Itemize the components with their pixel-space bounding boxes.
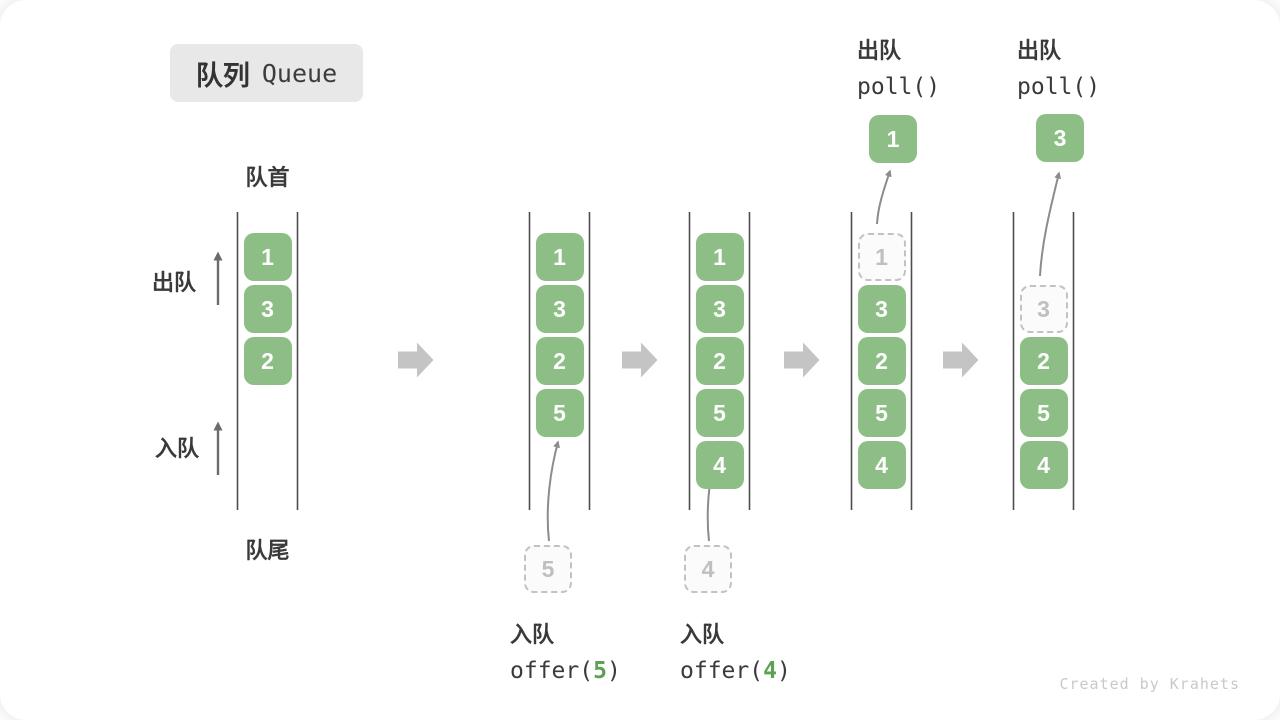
enqueue-5-arrow-icon (546, 440, 560, 542)
enqueue-4-arrow-icon (706, 440, 720, 542)
watermark-credit: Created by Krahets (1059, 675, 1240, 693)
enqueue-4-caption-zh: 入队 (680, 622, 725, 647)
dequeue-1-caption-code: poll() (857, 74, 941, 100)
dequeue-1-arrow-icon (876, 169, 892, 225)
flow-arrow-icon-1 (398, 342, 434, 378)
dequeue-3-arrow-icon (1039, 171, 1062, 277)
title-zh: 队列 (195, 60, 250, 91)
dequeue-1-caption: 出队 poll() (857, 33, 940, 100)
queue-walls (236, 212, 1075, 510)
flow-arrow-icon-4 (943, 342, 979, 378)
enqueue-4-caption: 入队 offer(4) (680, 617, 791, 684)
code-arg: 4 (763, 658, 777, 684)
dequeue-1-caption-zh: 出队 (857, 38, 902, 63)
flow-arrow-icon-2 (622, 342, 658, 378)
enqueue-5-caption-code: offer(5) (510, 658, 621, 684)
label-queue-rear: 队尾 (245, 538, 290, 563)
diagram-title: 队列 Queue (170, 44, 363, 102)
enqueue-5-caption: 入队 offer(5) (510, 617, 621, 684)
dequeue-3-caption-code: poll() (1017, 74, 1101, 100)
code-arg: 5 (593, 658, 607, 684)
label-queue-front: 队首 (245, 165, 290, 190)
code-post: ) (606, 658, 621, 684)
enqueue-5-caption-zh: 入队 (510, 622, 555, 647)
flow-arrow-icon-3 (784, 342, 820, 378)
dequeue-3-caption: 出队 poll() (1017, 33, 1100, 100)
dequeue-3-caption-zh: 出队 (1017, 38, 1062, 63)
code-pre: offer( (680, 658, 764, 684)
label-dequeue: 出队 (152, 270, 197, 295)
code-post: ) (776, 658, 791, 684)
title-en: Queue (261, 58, 338, 88)
enqueue-4-caption-code: offer(4) (680, 658, 791, 684)
code-pre: offer( (510, 658, 594, 684)
label-enqueue: 入队 (155, 436, 200, 461)
